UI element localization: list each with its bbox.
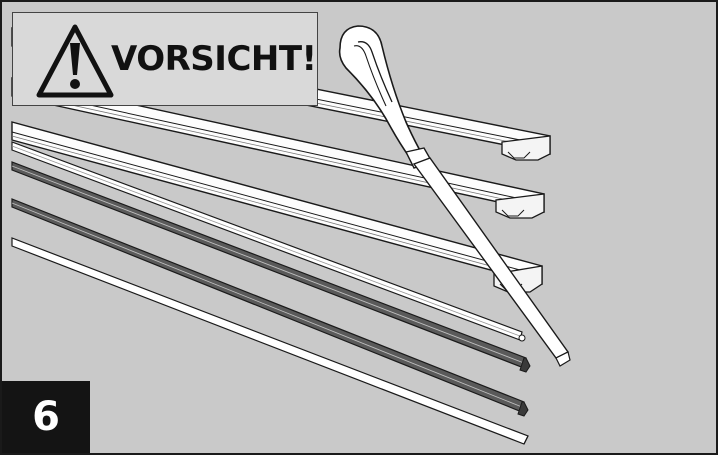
rail-dark-2 — [11, 198, 529, 417]
warning-triangle-icon — [36, 24, 114, 98]
warning-label: VORSICHT! — [111, 39, 317, 79]
warning-banner: VORSICHT! — [12, 12, 318, 106]
rail-flat-strip — [11, 237, 529, 445]
rail-thin-white — [11, 141, 526, 342]
step-number-badge: 6 — [2, 381, 90, 453]
screwdriver-icon — [338, 25, 571, 367]
rail-large-2 — [11, 77, 545, 219]
rail-dark-1 — [11, 161, 531, 373]
